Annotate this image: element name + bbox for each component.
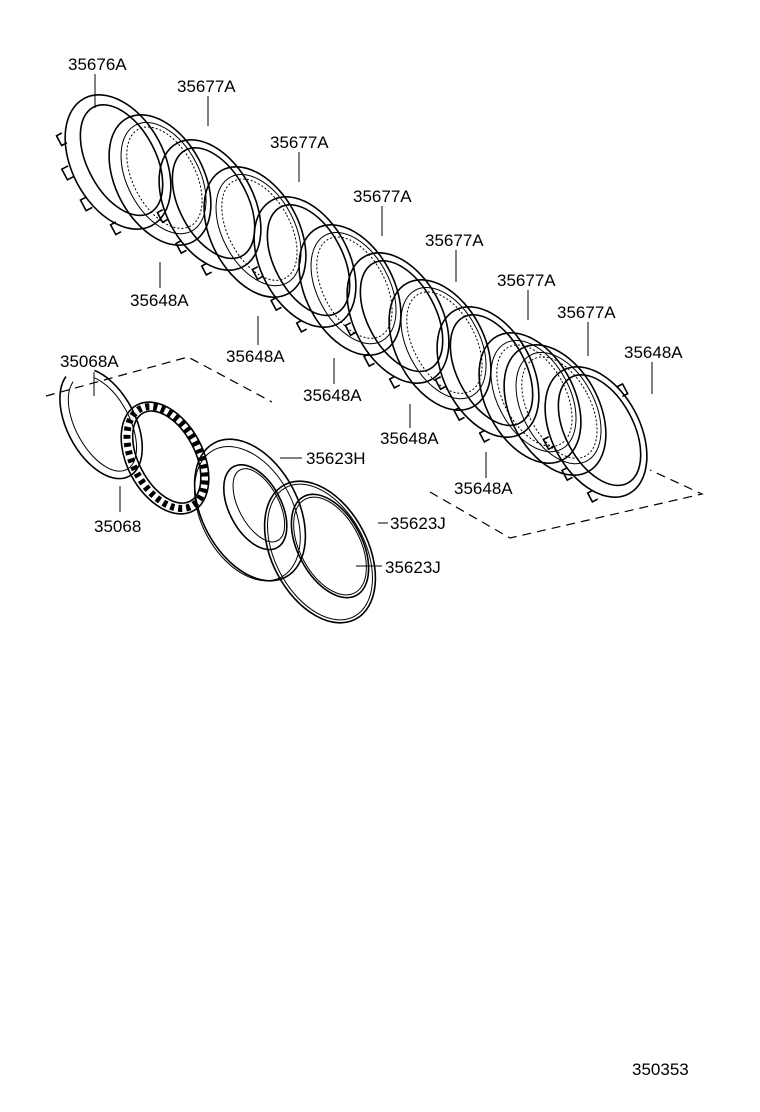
label-35677A-3: 35677A bbox=[353, 187, 412, 206]
piston bbox=[193, 438, 307, 582]
label-35677A-2: 35677A bbox=[270, 133, 329, 152]
label-35677A-4: 35677A bbox=[425, 231, 484, 250]
steel-plate-1 bbox=[156, 139, 262, 276]
label-35068: 35068 bbox=[94, 517, 141, 536]
label-35648A-2: 35648A bbox=[226, 347, 285, 366]
label-35068A: 35068A bbox=[60, 352, 119, 371]
label-35677A-5: 35677A bbox=[497, 271, 556, 290]
o-ring-inner bbox=[290, 493, 370, 599]
snap-ring bbox=[59, 369, 144, 480]
upper-dashed-guide bbox=[45, 356, 273, 403]
label-35648A-1: 35648A bbox=[130, 291, 189, 310]
flange-plate bbox=[55, 94, 172, 236]
label-35677A-6: 35677A bbox=[557, 303, 616, 322]
friction-disc-3 bbox=[298, 224, 402, 356]
one-way-clutch bbox=[120, 401, 210, 515]
label-35648A-3: 35648A bbox=[303, 386, 362, 405]
o-ring-outer bbox=[263, 480, 377, 624]
label-35623H: 35623H bbox=[306, 449, 366, 468]
label-35677A-1: 35677A bbox=[177, 77, 236, 96]
friction-disc-5 bbox=[478, 332, 582, 464]
label-35648A-5: 35648A bbox=[454, 479, 513, 498]
steel-plate-3 bbox=[344, 252, 450, 389]
friction-disc-4 bbox=[388, 279, 492, 411]
steel-plate-5 bbox=[542, 366, 648, 503]
friction-disc-6 bbox=[503, 344, 607, 476]
label-35676A: 35676A bbox=[68, 55, 127, 74]
leader-lines bbox=[93, 74, 653, 567]
label-35648A-4: 35648A bbox=[380, 429, 439, 448]
lower-dashed-guide bbox=[429, 469, 704, 539]
diagram-number: 350353 bbox=[632, 1060, 689, 1079]
label-35648A-6: 35648A bbox=[624, 343, 683, 362]
label-35623J-1: 35623J bbox=[390, 514, 446, 533]
label-35623J-2: 35623J bbox=[385, 558, 441, 577]
